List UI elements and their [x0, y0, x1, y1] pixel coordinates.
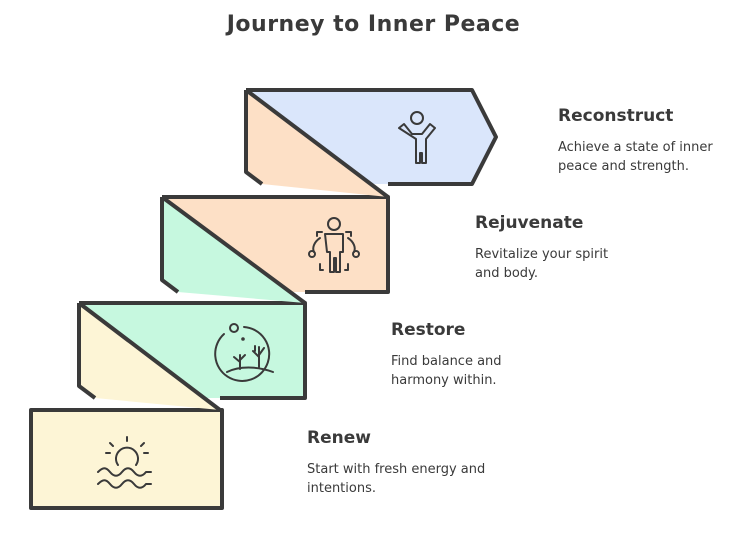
- step-description: Find balance and harmony within.: [391, 354, 502, 388]
- plants-landscape-icon: [214, 323, 274, 382]
- person-energy-icon: [308, 217, 360, 273]
- step-description: Start with fresh energy and intentions.: [307, 462, 486, 496]
- step-title: Reconstruct: [558, 106, 674, 126]
- step-rejuvenate-block: [160, 195, 390, 305]
- step-renew: Renew Start with fresh energy and intent…: [307, 428, 487, 498]
- step-title: Restore: [391, 320, 466, 340]
- step-reconstruct-block: [244, 88, 498, 199]
- step-title: Rejuvenate: [475, 213, 584, 233]
- step-restore: Restore Find balance and harmony within.: [391, 320, 531, 390]
- step-title: Renew: [307, 428, 371, 448]
- step-description: Revitalize your spirit and body.: [475, 247, 609, 281]
- sunrise-waves-icon: [97, 436, 152, 489]
- person-arms-raised-icon: [398, 111, 436, 164]
- step-description: Achieve a state of inner peace and stren…: [558, 140, 713, 174]
- step-restore-block: [77, 301, 307, 412]
- diagram-title: Journey to Inner Peace: [226, 12, 521, 37]
- step-renew-block: [29, 408, 224, 510]
- step-reconstruct: Reconstruct Achieve a state of inner pea…: [558, 106, 747, 176]
- step-rejuvenate: Rejuvenate Revitalize your spirit and bo…: [475, 213, 635, 283]
